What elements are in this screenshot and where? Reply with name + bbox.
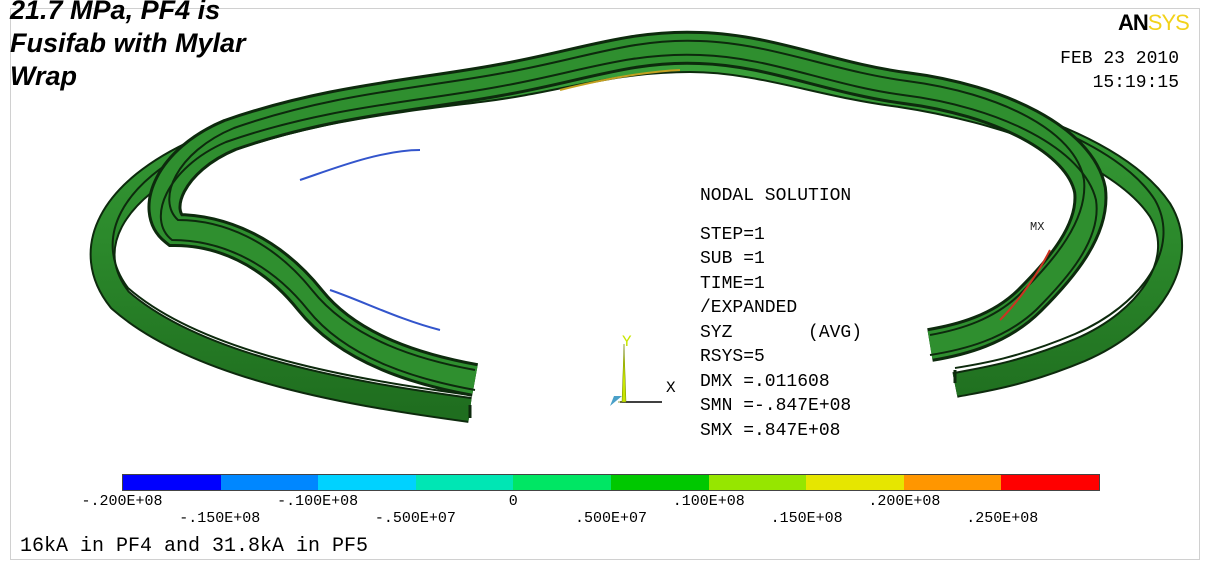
footer-caption: 16kA in PF4 and 31.8kA in PF5: [20, 535, 369, 558]
legend-color-swatch: [610, 475, 709, 490]
legend-tick-label: -.200E+08: [81, 493, 163, 510]
legend-tick-label: .100E+08: [672, 493, 745, 510]
legend-color-swatch: [1001, 475, 1099, 490]
x-axis-label: X: [666, 379, 676, 397]
legend-color-swatch: [708, 475, 807, 490]
timestamp: FEB 23 2010 15:19:15: [1034, 47, 1179, 95]
solution-line: TIME=1: [700, 273, 765, 294]
title-line-2: Fusifab with Mylar: [10, 28, 246, 58]
solution-line: SMN =-.847E+08: [700, 396, 852, 416]
solution-line: DMX =.011608: [700, 371, 830, 392]
ansys-logo: ANSYS: [1118, 10, 1190, 35]
legend-tick-label: -.150E+08: [179, 510, 261, 527]
legend-tick-label: .200E+08: [868, 493, 941, 510]
legend-tick-label: .150E+08: [770, 510, 843, 527]
nodal-solution-info: NODAL SOLUTION STEP=1 SUB =1 TIME=1 /EXP…: [700, 184, 862, 443]
legend-tick-label: .250E+08: [966, 510, 1039, 527]
legend-color-swatch: [318, 475, 416, 490]
legend-tick-label: -.100E+08: [277, 493, 359, 510]
legend-color-swatch: [123, 475, 221, 490]
solution-line: SYZ (AVG): [700, 322, 863, 343]
viewport-frame: [10, 8, 1200, 560]
legend-color-swatch: [513, 475, 611, 490]
legend-tick-label: .500E+07: [574, 510, 647, 527]
date-text: FEB 23 2010: [1060, 49, 1179, 69]
title-line-1: 21.7 MPa, PF4 is: [10, 0, 221, 25]
legend-tick-label: -.500E+07: [374, 510, 456, 527]
time-text: 15:19:15: [1092, 73, 1179, 93]
y-axis-label: Y: [622, 333, 632, 351]
solution-heading: NODAL SOLUTION: [700, 186, 852, 206]
legend-color-swatch: [806, 475, 904, 490]
plot-title: 21.7 MPa, PF4 is Fusifab with Mylar Wrap: [10, 0, 246, 93]
solution-line: STEP=1: [700, 224, 765, 245]
legend-tick-label: 0: [508, 493, 518, 510]
coil-bands: [147, 30, 1108, 418]
max-node-label: MX: [1030, 220, 1044, 234]
color-legend-bar: [122, 474, 1100, 491]
solution-line: SUB =1: [700, 249, 765, 269]
legend-color-swatch: [220, 475, 319, 490]
solution-line: /EXPANDED: [700, 298, 798, 318]
legend-color-swatch: [903, 475, 1002, 490]
solution-line: SMX =.847E+08: [700, 420, 841, 441]
title-line-3: Wrap: [10, 61, 78, 91]
legend-color-swatch: [415, 475, 514, 490]
solution-line: RSYS=5: [700, 347, 765, 367]
coordinate-triad: Y X: [610, 333, 676, 406]
